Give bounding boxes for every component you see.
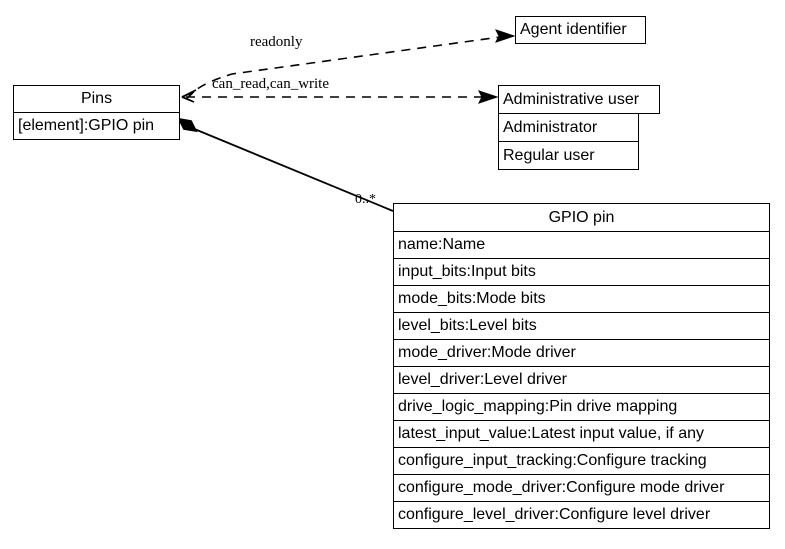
class-attribute-row: name:Name xyxy=(393,231,770,259)
class-attribute-row: latest_input_value:Latest input value, i… xyxy=(393,420,770,448)
class-title-pins: Pins xyxy=(13,85,180,113)
class-box-pins[interactable]: Pins [element]:GPIO pin xyxy=(13,85,180,140)
class-attribute-row: Administrator xyxy=(498,113,639,142)
composition-diamond-icon xyxy=(177,117,198,133)
class-attribute-row: configure_level_driver:Configure level d… xyxy=(393,501,770,529)
class-attribute-row: mode_driver:Mode driver xyxy=(393,339,770,367)
edge-label-multiplicity: 0..* xyxy=(355,192,376,207)
class-attribute-row: [element]:GPIO pin xyxy=(13,112,180,140)
class-attribute-row: mode_bits:Mode bits xyxy=(393,285,770,313)
class-attribute-row: level_driver:Level driver xyxy=(393,366,770,394)
class-box-gpio-pin[interactable]: GPIO pin name:Name input_bits:Input bits… xyxy=(393,203,770,529)
class-attribute-row: level_bits:Level bits xyxy=(393,312,770,340)
edge-readonly-tail xyxy=(181,89,197,102)
class-attribute-row: input_bits:Input bits xyxy=(393,258,770,286)
edge-label-can-read-can-write: can_read,can_write xyxy=(212,76,330,92)
edge-label-readonly: readonly xyxy=(250,34,303,50)
class-title-gpio-pin: GPIO pin xyxy=(393,203,770,232)
class-attribute-row: Regular user xyxy=(498,141,639,170)
class-title-agent-identifier: Agent identifier xyxy=(515,16,646,44)
class-box-agent-identifier[interactable]: Agent identifier xyxy=(515,16,646,44)
edge-canread-tail xyxy=(181,91,195,103)
edge-readonly-arrowhead xyxy=(495,29,516,43)
class-title-administrative-user: Administrative user xyxy=(498,85,660,114)
edge-canread-arrowhead xyxy=(478,90,499,104)
class-attribute-row: drive_logic_mapping:Pin drive mapping xyxy=(393,393,770,421)
class-attribute-row: configure_input_tracking:Configure track… xyxy=(393,447,770,475)
class-attribute-row: configure_mode_driver:Configure mode dri… xyxy=(393,474,770,502)
